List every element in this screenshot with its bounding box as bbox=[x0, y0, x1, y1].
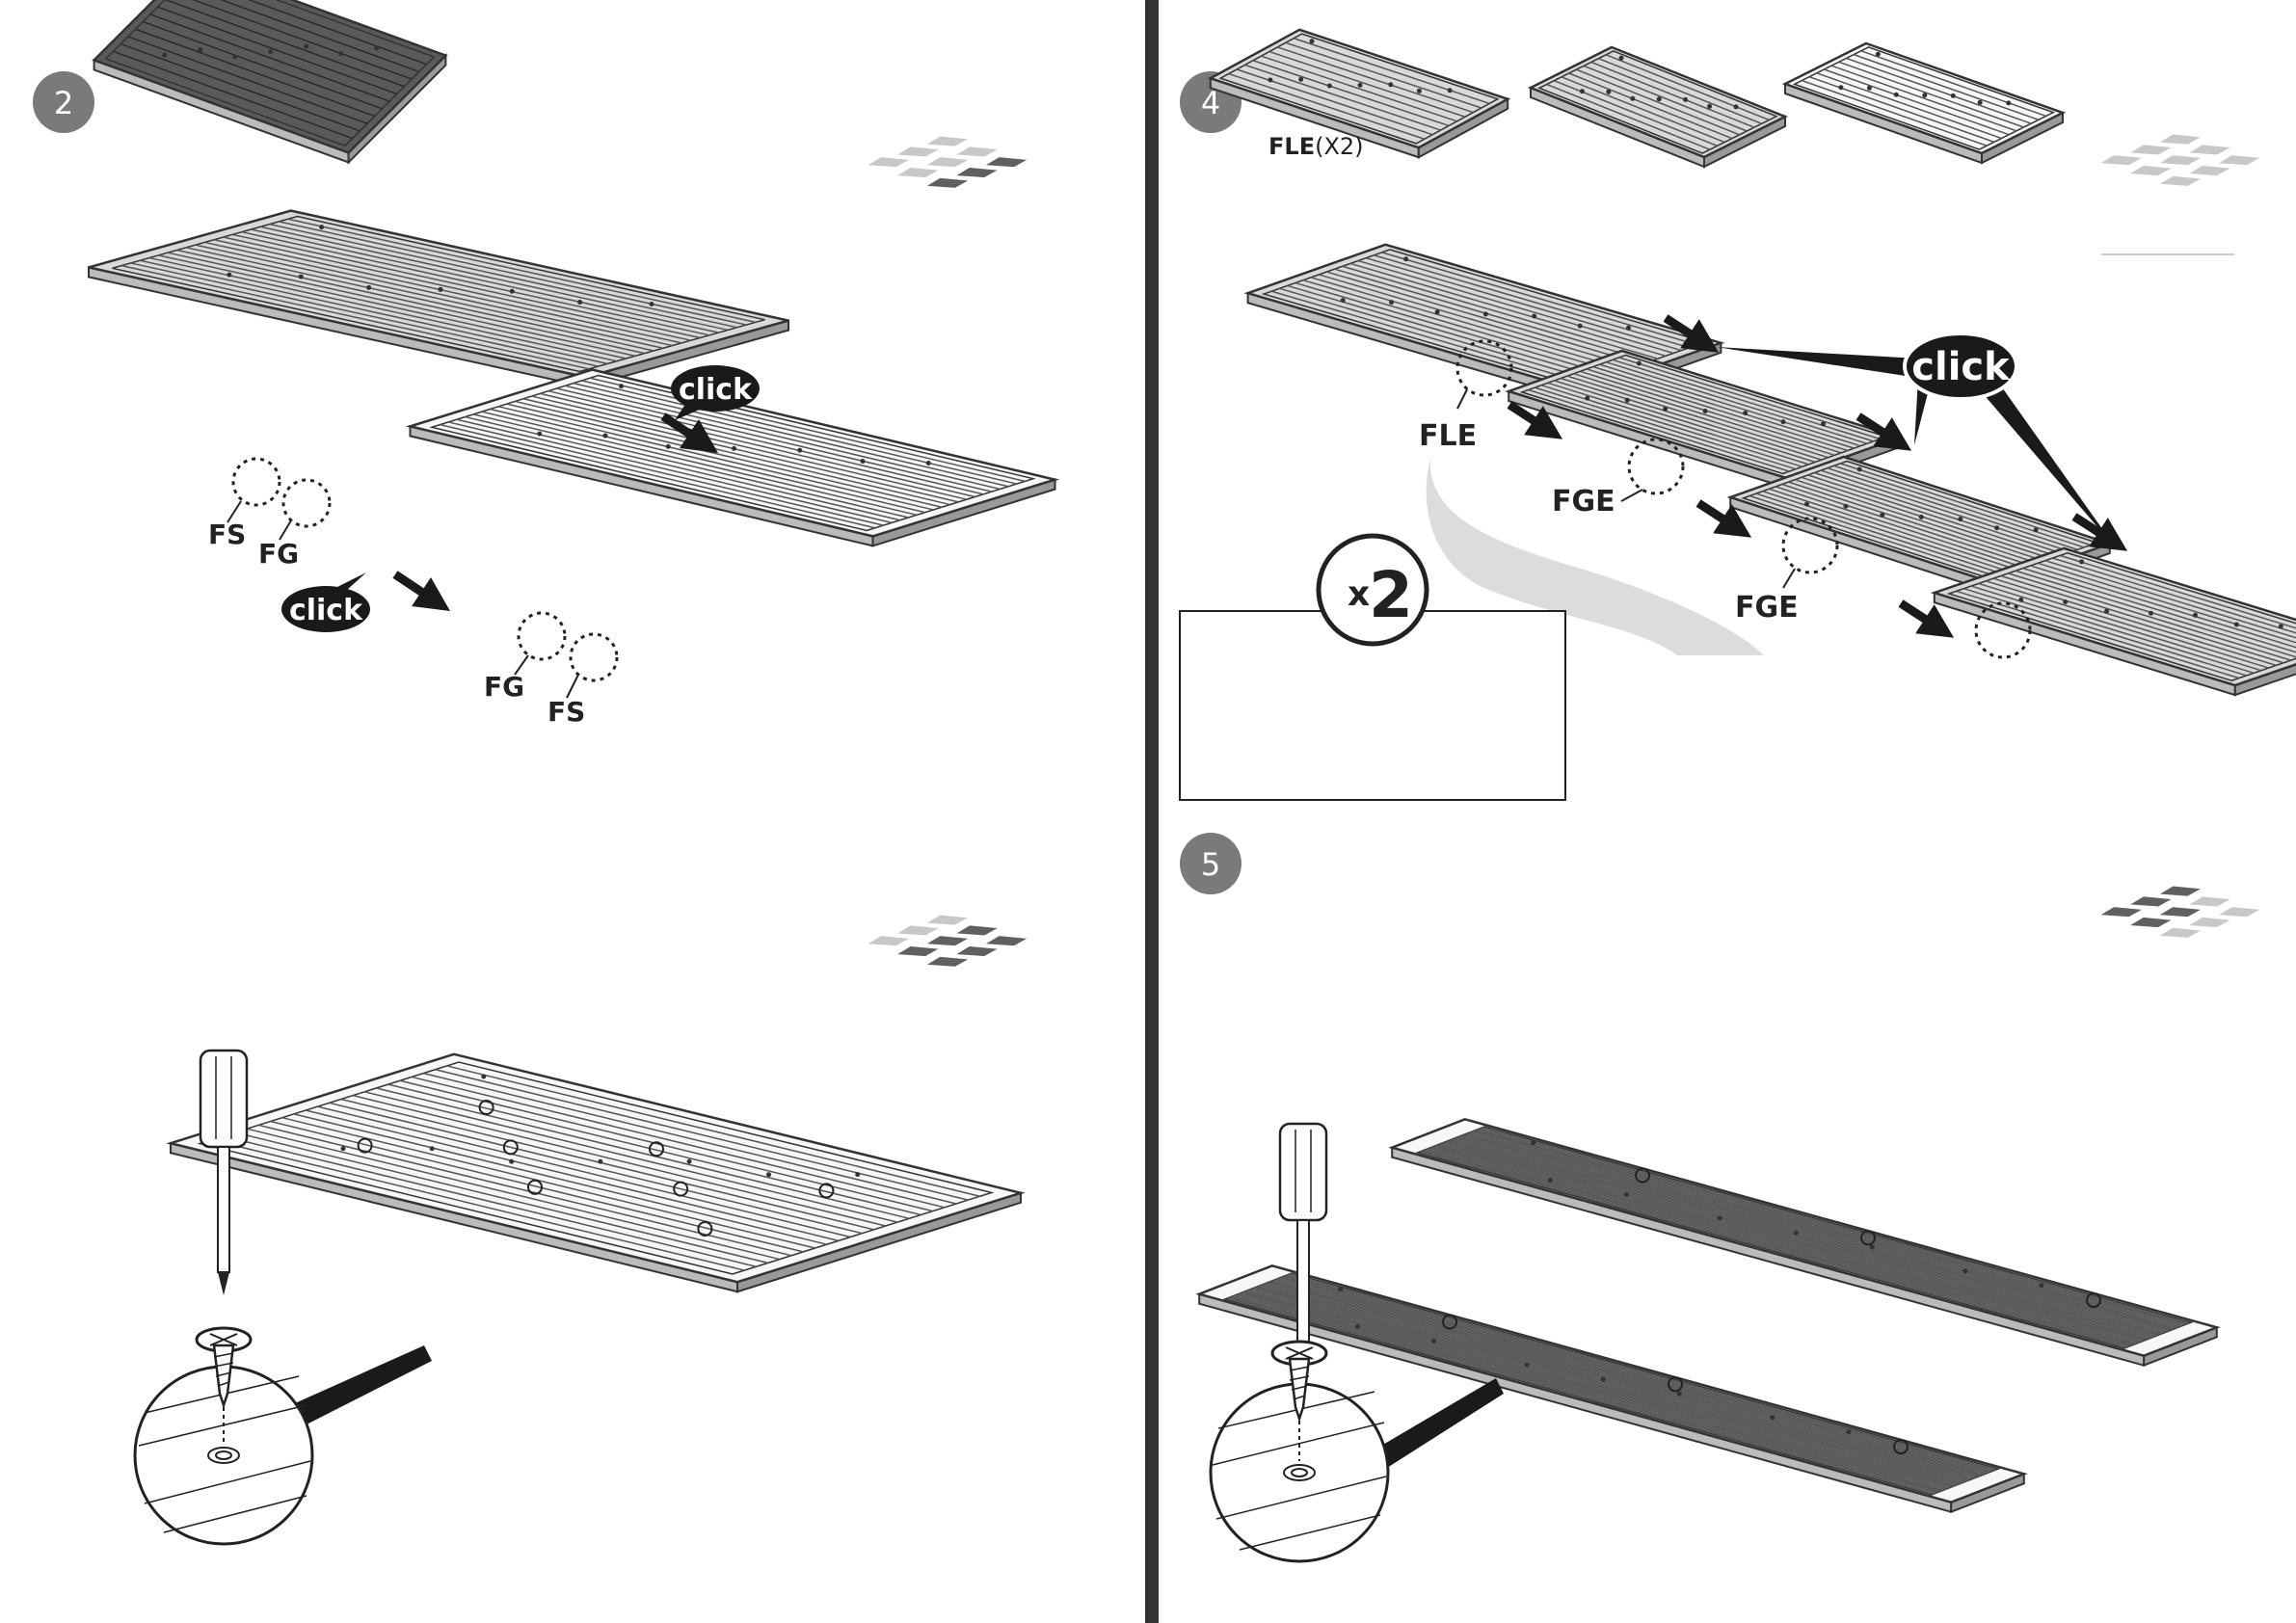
label-fs: FS bbox=[208, 519, 246, 550]
step-4: 4 FLE(X2) FLE FGE FGE bbox=[1180, 30, 2296, 800]
panel-grid-icon bbox=[864, 914, 1031, 968]
part-end bbox=[1785, 43, 2063, 163]
label-fs: FS bbox=[547, 696, 585, 728]
wall-panel-back bbox=[1392, 1119, 2217, 1365]
magnifier-circle-icon bbox=[1211, 1378, 1504, 1561]
step-badge: 5 bbox=[1180, 833, 1241, 894]
step-2: 2 FS FG FG FS click bbox=[33, 0, 1055, 1544]
reference-panel-dark bbox=[94, 0, 446, 162]
part-fle-code: FLE bbox=[1268, 133, 1315, 160]
floor-panel-screwed bbox=[171, 1054, 1021, 1291]
part-fle-caption: FLE(X2) bbox=[1268, 133, 1364, 160]
click-text: click bbox=[679, 373, 753, 407]
label-fle: FLE bbox=[1419, 419, 1477, 453]
panel-grid-icon bbox=[2096, 133, 2264, 187]
arrow-icon bbox=[1901, 603, 1939, 628]
step-number: 2 bbox=[54, 85, 73, 121]
times-x: x bbox=[1348, 574, 1370, 614]
label-fge: FGE bbox=[1552, 485, 1615, 519]
label-fge: FGE bbox=[1735, 591, 1799, 625]
label-fg: FG bbox=[258, 538, 299, 570]
step-5: 5 bbox=[1180, 833, 2264, 1561]
part-fge bbox=[1531, 47, 1785, 167]
panel-grid-icon bbox=[864, 135, 1031, 189]
label-fg: FG bbox=[484, 671, 524, 703]
click-text: click bbox=[289, 594, 363, 627]
screwdriver-icon bbox=[200, 1051, 247, 1295]
magnifier-circle-icon bbox=[135, 1345, 432, 1544]
times-count: 2 bbox=[1369, 558, 1413, 632]
panel-grid-icon bbox=[2096, 885, 2264, 939]
step-badge: 2 bbox=[33, 71, 94, 133]
page-divider bbox=[1145, 0, 1159, 1623]
step-number: 5 bbox=[1201, 846, 1220, 883]
floor-panel-upper bbox=[89, 211, 788, 387]
part-fle-quantity: (X2) bbox=[1315, 133, 1363, 160]
detail-circles bbox=[233, 459, 617, 680]
click-text: click bbox=[1911, 345, 2011, 389]
arrow-icon bbox=[395, 574, 436, 601]
click-callout: click bbox=[281, 572, 370, 632]
